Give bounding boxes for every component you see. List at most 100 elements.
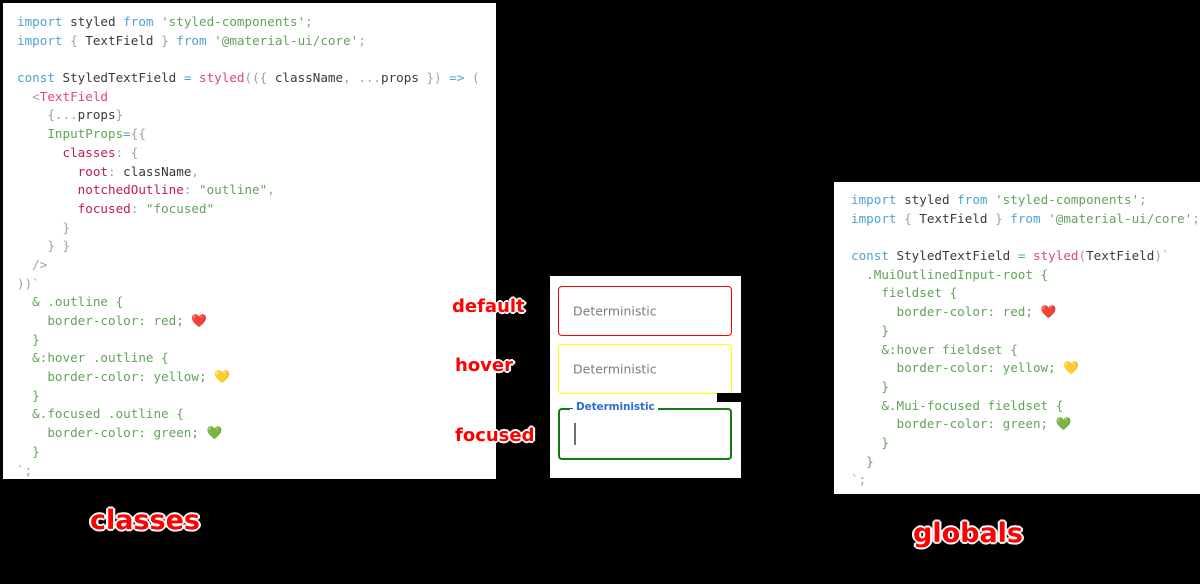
- code-token: : {: [115, 144, 139, 160]
- code-line: } }: [17, 237, 496, 256]
- textfield-default-value: Deterministic: [573, 303, 657, 319]
- code-token: &:hover .outline {: [17, 350, 169, 366]
- code-line: import { TextField } from '@material-ui/…: [851, 210, 1200, 229]
- code-token: `;: [851, 472, 867, 488]
- code-token: from: [957, 192, 988, 207]
- heart-emoji-icon: 💚: [1055, 416, 1072, 432]
- code-token: :: [183, 182, 199, 198]
- code-token: ...: [358, 70, 382, 86]
- code-token: }: [115, 107, 124, 123]
- code-token: }: [17, 331, 40, 347]
- code-line: import { TextField } from '@material-ui/…: [17, 32, 496, 51]
- code-line: }: [851, 322, 1200, 341]
- code-token: }: [851, 453, 874, 469]
- globals-code-block: import styled from 'styled-components';i…: [851, 191, 1200, 490]
- code-token: />: [17, 256, 48, 272]
- code-line: }: [17, 443, 496, 462]
- code-token: }: [17, 219, 71, 235]
- code-token: styled: [62, 14, 124, 29]
- annotation-hover: hover: [455, 355, 513, 376]
- code-token: 'styled-components': [987, 192, 1140, 207]
- code-token: import: [17, 14, 63, 29]
- code-token: }: [987, 210, 1011, 226]
- code-token: border-color: red;: [17, 313, 192, 328]
- code-token: from: [176, 32, 207, 48]
- code-line: <TextField: [17, 88, 496, 107]
- code-token: fieldset {: [851, 285, 958, 301]
- code-token: TextField: [39, 88, 108, 104]
- code-line: border-color: yellow; 💛: [17, 368, 496, 387]
- code-token: StyledTextField: [888, 248, 1018, 264]
- caption-globals: globals: [913, 518, 1024, 549]
- code-line: ))`: [17, 275, 496, 294]
- code-line: [17, 50, 496, 69]
- code-token: StyledTextField: [54, 70, 184, 86]
- code-token: classes: [17, 144, 116, 160]
- code-token: border-color: green;: [851, 416, 1056, 432]
- code-token: styled: [1025, 248, 1079, 264]
- code-line: const StyledTextField = styled(TextField…: [851, 247, 1200, 266]
- textfield-default[interactable]: Deterministic: [558, 286, 732, 336]
- code-token: focused: [17, 200, 131, 216]
- code-token: TextField: [85, 32, 154, 48]
- code-token: &.focused .outline {: [17, 406, 184, 422]
- code-token: }: [851, 322, 889, 338]
- code-token: ,: [191, 163, 200, 179]
- code-token: border-color: yellow;: [851, 360, 1064, 376]
- code-line: }: [17, 219, 496, 238]
- heart-emoji-icon: ❤️: [191, 313, 208, 328]
- code-token: InputProps: [17, 126, 124, 142]
- code-line: }: [851, 453, 1200, 472]
- code-token: ,: [343, 70, 359, 86]
- code-line: `;: [17, 462, 496, 481]
- code-token: {: [62, 32, 86, 48]
- code-token: TextField: [1086, 248, 1155, 264]
- heart-emoji-icon: 💛: [214, 369, 230, 385]
- code-token: ;: [1192, 210, 1200, 226]
- textfield-preview-panel: Deterministic Deterministic Deterministi…: [550, 276, 741, 478]
- code-token: :: [130, 200, 146, 216]
- code-line: }: [17, 331, 496, 350]
- code-token: }: [851, 434, 889, 450]
- code-line: root: className,: [17, 163, 496, 182]
- code-token: border-color: yellow;: [17, 369, 215, 385]
- code-token: 'styled-components': [153, 14, 306, 29]
- code-token: =: [183, 70, 192, 86]
- code-token: styled: [896, 192, 958, 207]
- code-line: classes: {: [17, 144, 496, 163]
- code-token: '@material-ui/core': [206, 32, 359, 48]
- code-line: &.Mui-focused fieldset {: [851, 397, 1200, 416]
- code-token: &:hover fieldset {: [851, 341, 1018, 357]
- code-line: border-color: green; 💚: [17, 424, 496, 443]
- code-line: border-color: yellow; 💛: [851, 359, 1200, 378]
- textfield-focused[interactable]: Deterministic: [558, 401, 732, 460]
- code-token: const: [851, 248, 889, 264]
- code-line: `;: [851, 471, 1200, 490]
- code-token: (: [464, 70, 480, 86]
- code-token: ))`: [17, 275, 40, 291]
- heart-emoji-icon: 💛: [1063, 360, 1079, 376]
- code-line: notchedOutline: "outline",: [17, 181, 496, 200]
- code-line: InputProps={{: [17, 125, 496, 144]
- textfield-hover[interactable]: Deterministic: [558, 344, 732, 394]
- code-token: <: [17, 88, 40, 104]
- code-line: import styled from 'styled-components';: [17, 13, 496, 32]
- globals-code-panel: import styled from 'styled-components';i…: [834, 182, 1200, 494]
- code-token: notchedOutline: [17, 182, 184, 198]
- code-line: &:hover .outline {: [17, 349, 496, 368]
- code-token: `;: [17, 462, 33, 478]
- code-token: &.Mui-focused fieldset {: [851, 397, 1064, 413]
- code-token: TextField: [919, 210, 988, 226]
- code-line: fieldset {: [851, 284, 1200, 303]
- code-token: "focused": [145, 200, 215, 216]
- textfield-hover-value: Deterministic: [573, 361, 657, 377]
- code-token: styled: [191, 70, 245, 86]
- code-token: className: [274, 70, 344, 86]
- textfield-focused-label: Deterministic: [573, 401, 658, 413]
- code-line: &:hover fieldset {: [851, 341, 1200, 360]
- code-line: }: [17, 387, 496, 406]
- code-token: border-color: red;: [851, 304, 1041, 320]
- code-token: border-color: green;: [17, 425, 207, 441]
- code-token: }: [17, 443, 40, 459]
- code-token: =: [1017, 248, 1026, 264]
